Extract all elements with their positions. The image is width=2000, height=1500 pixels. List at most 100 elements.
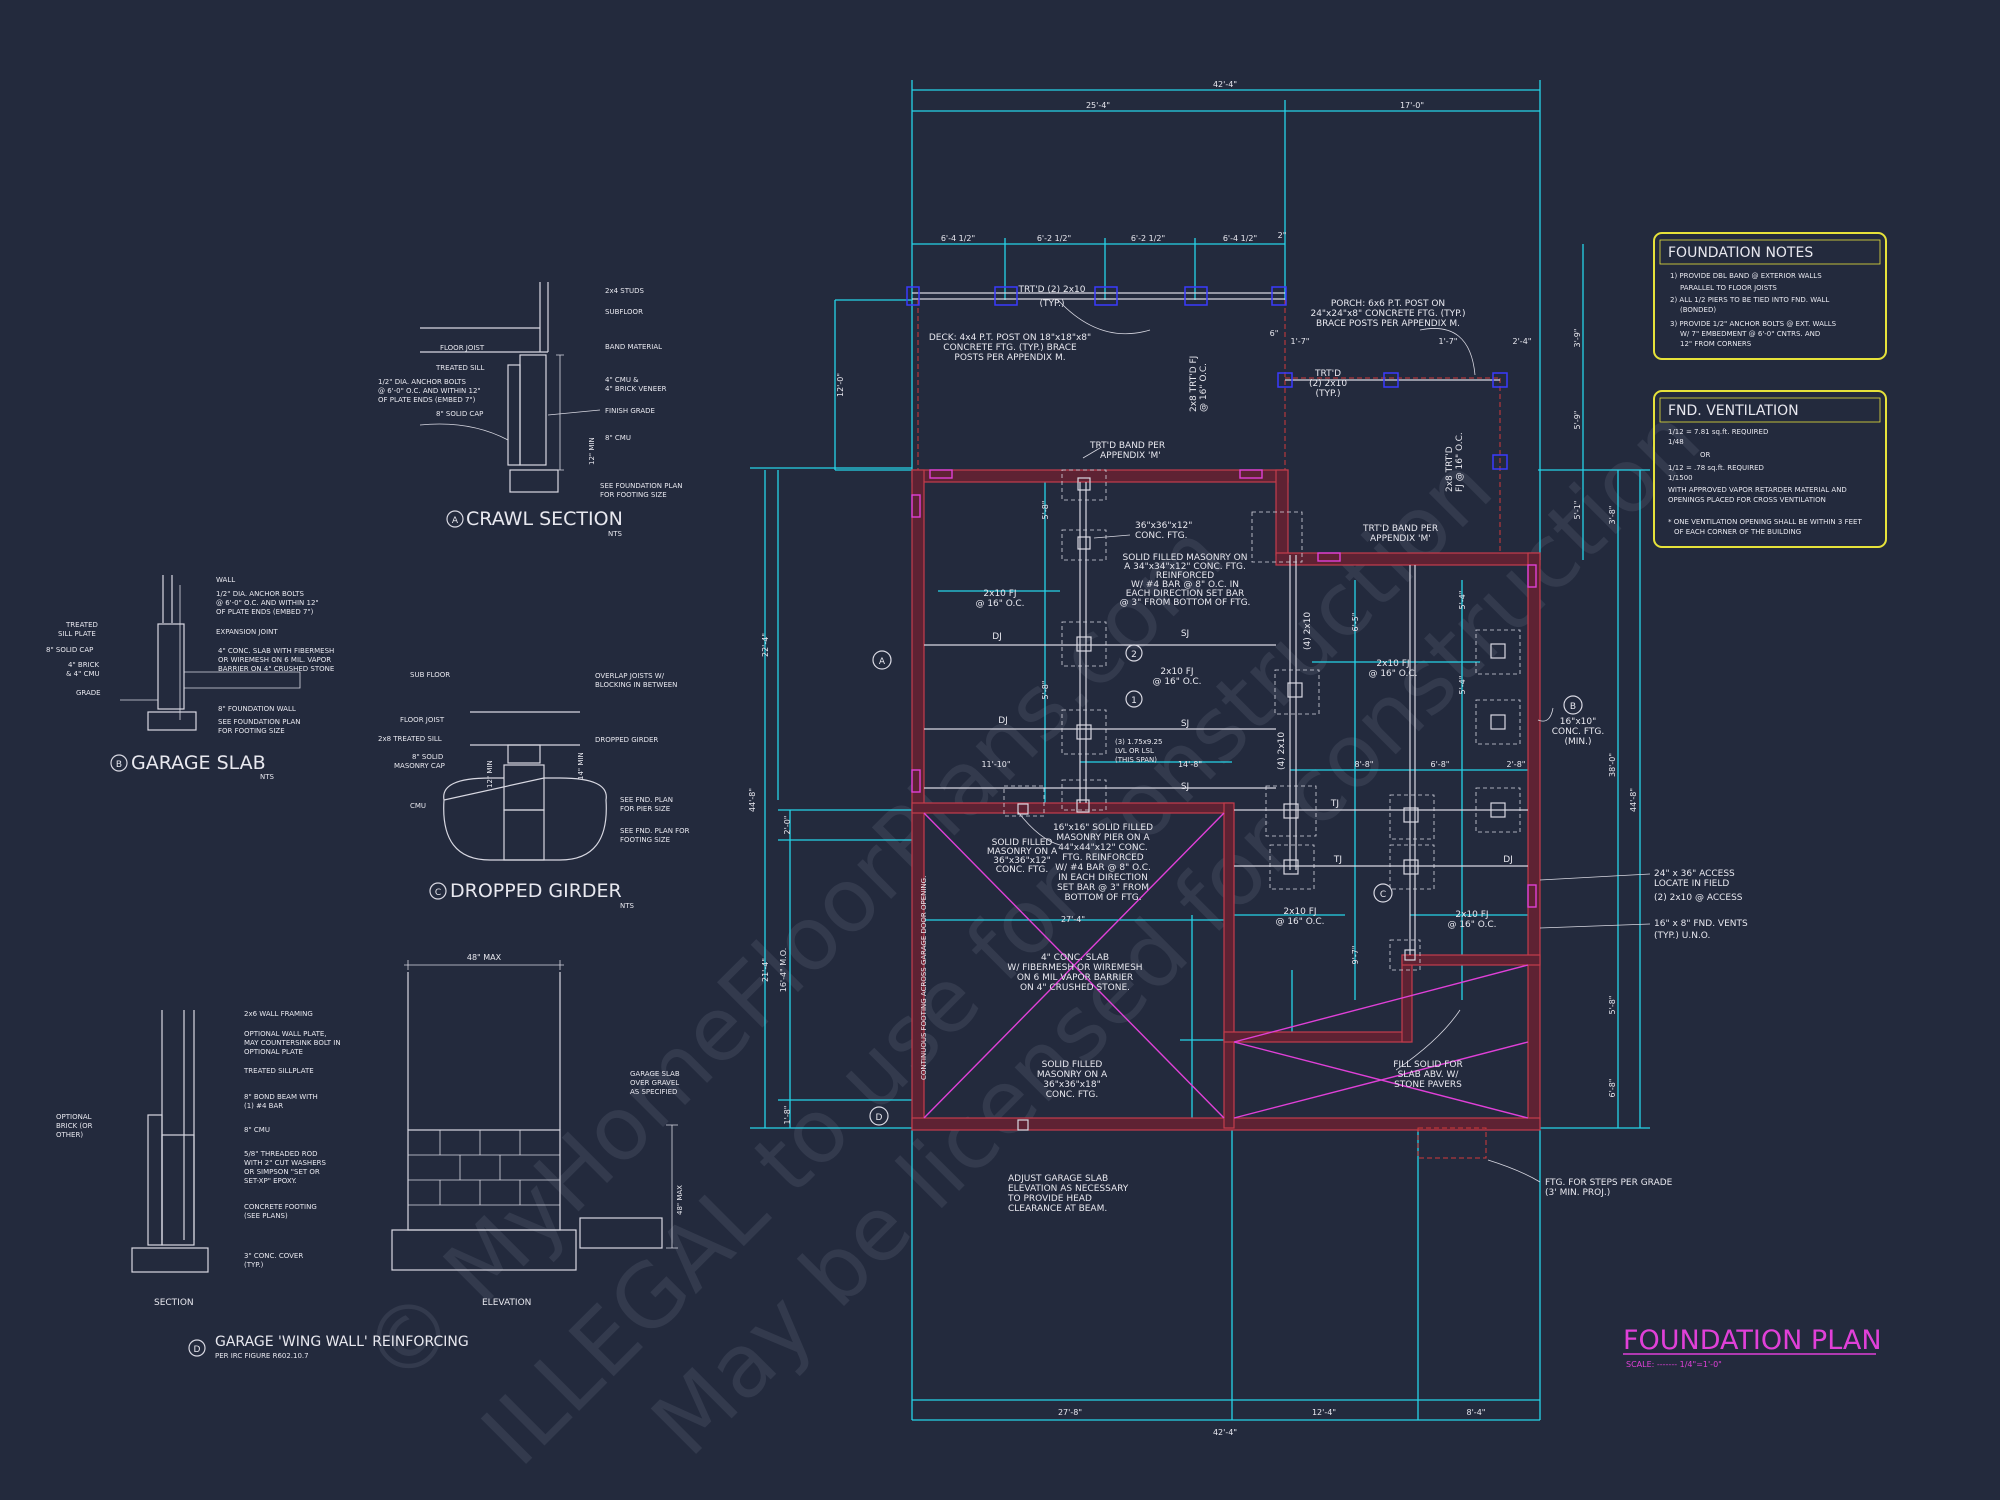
garage-slab-x xyxy=(923,812,1529,1119)
note-text: MASONRY ON A xyxy=(1037,1070,1108,1080)
label: FOR FOOTING SIZE xyxy=(600,491,667,499)
nts: NTS xyxy=(608,530,623,538)
note-text: (3) 1.75x9.25 xyxy=(1115,738,1162,746)
label: TREATED SILLPLATE xyxy=(243,1067,314,1075)
detail-garage-slab: WALL 1/2" DIA. ANCHOR BOLTS @ 6'-0" O.C.… xyxy=(46,575,334,781)
label: 1/2" DIA. ANCHOR BOLTS xyxy=(378,378,466,386)
note-text: @ 16" O.C. xyxy=(1275,917,1324,927)
note-text: SLAB ABV. W/ xyxy=(1398,1070,1460,1080)
vent-line: 1/12 = .78 sq.ft. REQUIRED xyxy=(1668,464,1764,472)
label: OPTIONAL PLATE xyxy=(244,1048,303,1056)
note-text: MASONRY PIER ON A xyxy=(1056,833,1150,843)
label: (1) #4 BAR xyxy=(244,1102,283,1110)
note-text: (THIS SPAN) xyxy=(1115,756,1157,764)
note-text: BRACE POSTS PER APPENDIX M. xyxy=(1316,319,1460,329)
porch-framing xyxy=(1277,372,1508,560)
label: SEE FOUNDATION PLAN xyxy=(218,718,301,726)
note-text: (TYP.) U.N.O. xyxy=(1654,931,1710,941)
note-text: (2) 2x10 xyxy=(1309,379,1347,389)
note-text: 2x10 FJ xyxy=(1283,907,1316,917)
dim-text: 2'-4" xyxy=(1513,337,1532,346)
note-line: 1) PROVIDE DBL BAND @ EXTERIOR WALLS xyxy=(1670,272,1822,280)
note-text: W/ #4 BAR @ 8" O.C. IN xyxy=(1131,580,1239,590)
label: TREATED xyxy=(65,621,98,629)
leaders xyxy=(1017,299,1651,1183)
label: 8" SOLID CAP xyxy=(436,410,483,418)
label: 2x4 STUDS xyxy=(605,287,645,295)
dim-text: 21'-4" xyxy=(761,958,770,982)
dim-text: 6'-8" xyxy=(1431,760,1450,769)
note-text: 2x10 FJ xyxy=(983,589,1016,599)
note-text: SOLID FILLED MASONRY ON xyxy=(1123,553,1248,563)
label: 8" CMU xyxy=(605,434,631,442)
label: FLOOR JOIST xyxy=(400,716,445,724)
note-text: FILL SOLID FOR xyxy=(1393,1060,1463,1070)
label: OF PLATE ENDS (EMBED 7") xyxy=(378,396,476,404)
dim-text: 3'-8" xyxy=(1608,506,1617,525)
note-text: DECK: 4x4 P.T. POST ON 18"x18"x8" xyxy=(929,333,1091,343)
label: EXPANSION JOINT xyxy=(216,628,278,636)
label: SUBFLOOR xyxy=(605,308,643,316)
ventilation-title: FND. VENTILATION xyxy=(1668,403,1799,419)
note-text: LVL OR LSL xyxy=(1115,747,1154,755)
label: DROPPED GIRDER xyxy=(595,736,658,744)
note-text: STONE PAVERS xyxy=(1394,1080,1462,1090)
note-text: 16"x16" SOLID FILLED xyxy=(1053,823,1153,833)
dimension-lines xyxy=(750,80,1650,1421)
detail-tag-letter: B xyxy=(116,760,122,770)
label: FOR PIER SIZE xyxy=(620,805,670,813)
dim-text: 25'-4" xyxy=(1086,101,1110,110)
dim-text: 14'-8" xyxy=(1178,760,1202,769)
watermark: © MyHomeFloorPlans.com ILLEGAL to use fo… xyxy=(342,387,1720,1485)
note-text: SET BAR @ 3" FROM xyxy=(1057,883,1149,893)
label: @ 6'-0" O.C. AND WITHIN 12" xyxy=(378,387,481,395)
plan-annotations: TRT'D (2) 2x10 (TYP.) DECK: 4x4 P.T. POS… xyxy=(920,285,1748,1214)
note-text: CONC. FTG. xyxy=(996,865,1048,875)
label: OTHER) xyxy=(56,1131,83,1139)
label: 1/2" DIA. ANCHOR BOLTS xyxy=(216,590,304,598)
label: (SEE PLANS) xyxy=(244,1212,288,1220)
dim-text: 5'-9" xyxy=(1573,411,1582,430)
detail-title: DROPPED GIRDER xyxy=(450,880,622,902)
detail-title: GARAGE SLAB xyxy=(131,752,266,774)
label: OF PLATE ENDS (EMBED 7") xyxy=(216,608,314,616)
note-text: TRT'D xyxy=(1314,369,1341,379)
note-text: 36"x36"x12" xyxy=(1135,521,1192,531)
label: FOOTING SIZE xyxy=(620,836,670,844)
dim-text: 27'-4" xyxy=(1061,915,1085,924)
dim-text: 12'-0" xyxy=(836,373,845,397)
deck-framing xyxy=(906,286,1287,470)
note-text: ON 6 MIL VAPOR BARRIER xyxy=(1017,973,1133,983)
note-text: PORCH: 6x6 P.T. POST ON xyxy=(1331,299,1445,309)
ventilation-box: FND. VENTILATION 1/12 = 7.81 sq.ft. REQU… xyxy=(1653,390,1887,548)
dim-text: 5'-1" xyxy=(1573,501,1582,520)
note-text: FTG. REINFORCED xyxy=(1062,853,1144,863)
label: OPTIONAL xyxy=(56,1113,92,1121)
note-text: 2x10 FJ xyxy=(1160,667,1193,677)
label: 2x8 TREATED SILL xyxy=(378,735,442,743)
detail-tag-letter: C xyxy=(435,888,441,898)
note-line: 12" FROM CORNERS xyxy=(1680,340,1752,348)
note-text: LOCATE IN FIELD xyxy=(1654,879,1729,889)
label: SET-XP" EPOXY. xyxy=(244,1177,297,1185)
joist-label: SJ xyxy=(1181,719,1189,729)
note-line: PARALLEL TO FLOOR JOISTS xyxy=(1680,284,1777,292)
section-label: SECTION xyxy=(154,1298,194,1308)
dim-text: 16'-4" M.O. xyxy=(779,948,788,993)
label: FLOOR JOIST xyxy=(440,344,485,352)
note-line: 2) ALL 1/2 PIERS TO BE TIED INTO FND. WA… xyxy=(1670,296,1829,304)
note-text: @ 16" O.C. xyxy=(1368,669,1417,679)
dim-text: 5'-8" xyxy=(1041,501,1050,520)
pier-tag-1 xyxy=(1125,690,1143,708)
dim-text: 6'-2 1/2" xyxy=(1037,234,1071,243)
label: 14" MIN xyxy=(577,752,585,780)
label: BLOCKING IN BETWEEN xyxy=(595,681,677,689)
label: 5/8" THREADED ROD xyxy=(244,1150,318,1158)
label: (TYP.) xyxy=(244,1261,264,1269)
note-text: CONCRETE FTG. (TYP.) BRACE xyxy=(943,343,1077,353)
note-text: TRT'D BAND PER xyxy=(1362,524,1438,534)
joist-label: DJ xyxy=(998,716,1008,726)
label: FINISH GRADE xyxy=(605,407,655,415)
dim-text: 9'-7" xyxy=(1351,946,1360,965)
note-text: W/ #4 BAR @ 8" O.C. xyxy=(1055,863,1151,873)
